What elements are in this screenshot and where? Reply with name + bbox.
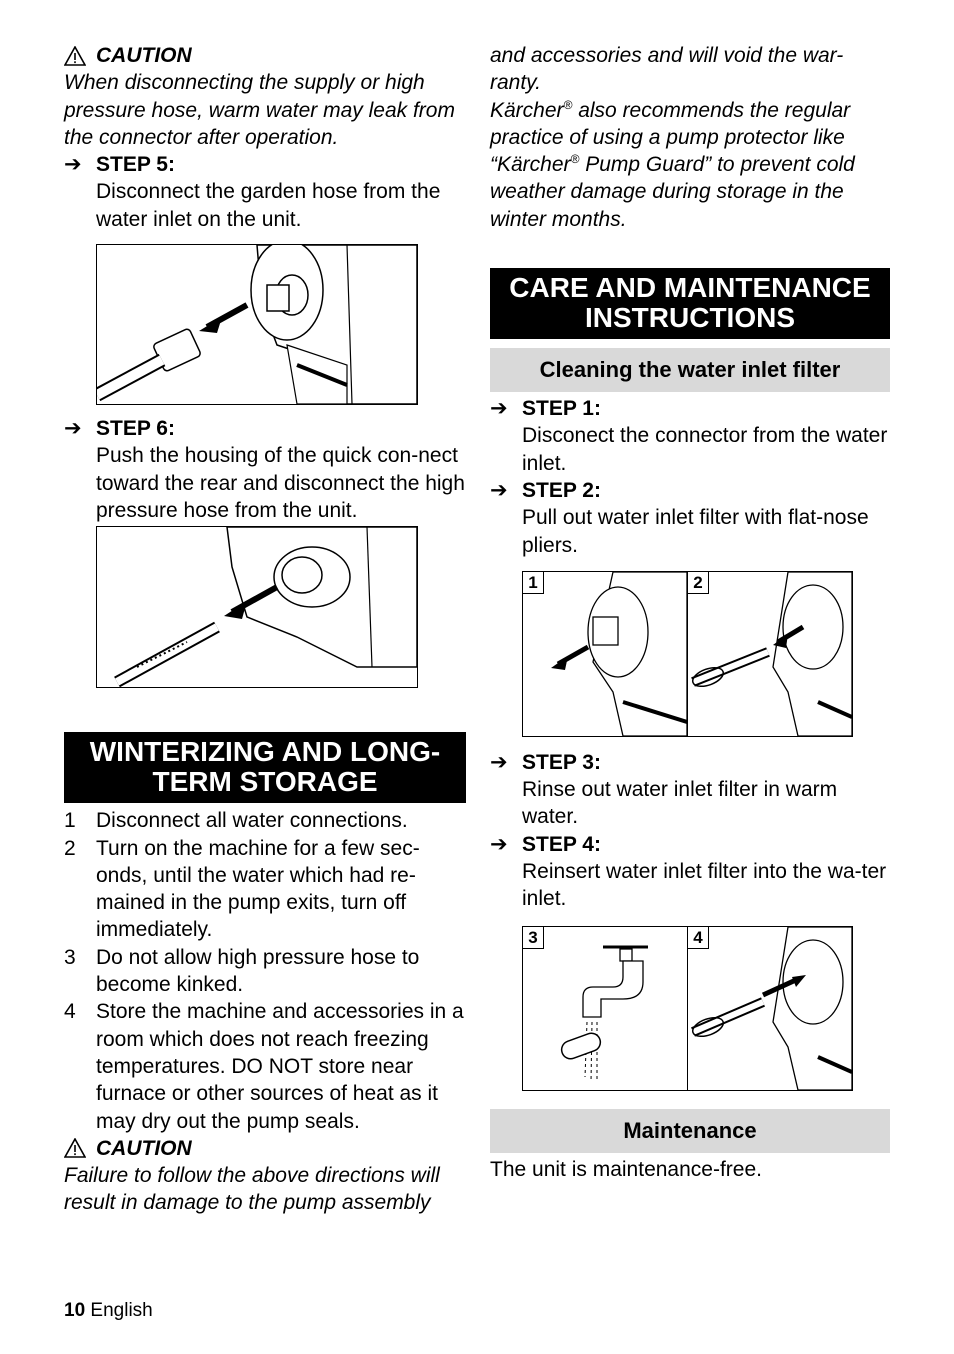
figure-3: 3: [522, 925, 688, 1091]
step-2-text: Pull out water inlet filter with flat-no…: [522, 506, 869, 557]
figure-2: 2: [688, 570, 853, 737]
step-4-text: Reinsert water inlet filter into the wa-…: [522, 860, 887, 911]
filter-connector-drawing: [551, 571, 688, 737]
arrow-right-icon: ➔: [490, 832, 508, 856]
faucet-rinse-drawing: [560, 945, 648, 1082]
caution-heading: CAUTION: [64, 1135, 466, 1162]
figures-3-4: 3 4: [522, 925, 890, 1091]
right-column: and accessories and will void the war-ra…: [490, 42, 890, 1183]
caution-heading: CAUTION: [64, 42, 466, 69]
caution-label: CAUTION: [96, 1136, 192, 1160]
arrow-right-icon: ➔: [64, 153, 82, 177]
arrow-right-icon: ➔: [490, 750, 508, 774]
step-4-heading: ➔ STEP 4:: [490, 831, 890, 858]
caution-label: CAUTION: [96, 44, 192, 67]
arrow-right-icon: ➔: [490, 478, 508, 502]
step-3-heading: ➔ STEP 3:: [490, 749, 890, 776]
pliers-drawing: [691, 571, 853, 737]
step-label: STEP 5:: [96, 153, 175, 177]
figure-1: 1: [522, 570, 688, 737]
footer-language: English: [90, 1300, 153, 1321]
page-number: 10: [64, 1300, 86, 1321]
step-6-text: Push the housing of the quick con-nect t…: [96, 444, 465, 522]
caution-text: Failure to follow the above directions w…: [64, 1164, 440, 1215]
karcher-recommendation: Kärcher® also recommends the regular pra…: [490, 97, 855, 231]
step-1-heading: ➔ STEP 1:: [490, 395, 890, 422]
caution-text: When disconnecting the supply or high pr…: [64, 71, 455, 149]
step-5-heading: ➔ STEP 5:: [64, 151, 466, 178]
arrow-right-icon: ➔: [64, 417, 82, 441]
cleaning-filter-subheading: Cleaning the water inlet filter: [490, 348, 890, 393]
page-footer: 10 English: [64, 1297, 153, 1324]
step-6-heading: ➔ STEP 6:: [64, 415, 466, 442]
pressure-hose-disconnect-illustration: [96, 526, 418, 689]
garden-hose-drawing: [93, 239, 418, 405]
warning-icon: [64, 45, 86, 66]
step-3-text: Rinse out water inlet filter in warm wat…: [522, 778, 838, 829]
maintenance-heading: Maintenance: [490, 1108, 890, 1153]
step-1-text: Disconect the connector from the water i…: [522, 424, 888, 475]
pressure-hose-drawing: [114, 526, 418, 688]
step-2-heading: ➔ STEP 2:: [490, 477, 890, 504]
winterizing-heading: WINTERIZING AND LONG-TERM STORAGE: [64, 732, 466, 804]
maintenance-text: The unit is maintenance-free.: [490, 1157, 762, 1181]
continuation-text: and accessories and will void the war-ra…: [490, 44, 844, 95]
step-label: STEP 6:: [96, 417, 175, 441]
arrow-right-icon: ➔: [490, 397, 508, 421]
care-maintenance-heading: CARE AND MAINTENANCE INSTRUCTIONS: [490, 268, 890, 340]
garden-hose-disconnect-illustration: [93, 239, 418, 406]
figures-1-2: 1 2: [522, 570, 890, 737]
step-5-text: Disconnect the garden hose from the wate…: [96, 180, 441, 231]
warning-icon: [64, 1138, 86, 1159]
reinsert-filter-drawing: [691, 925, 853, 1091]
left-column: CAUTION When disconnecting the supply or…: [64, 42, 466, 1217]
figure-4: 4: [688, 925, 853, 1091]
